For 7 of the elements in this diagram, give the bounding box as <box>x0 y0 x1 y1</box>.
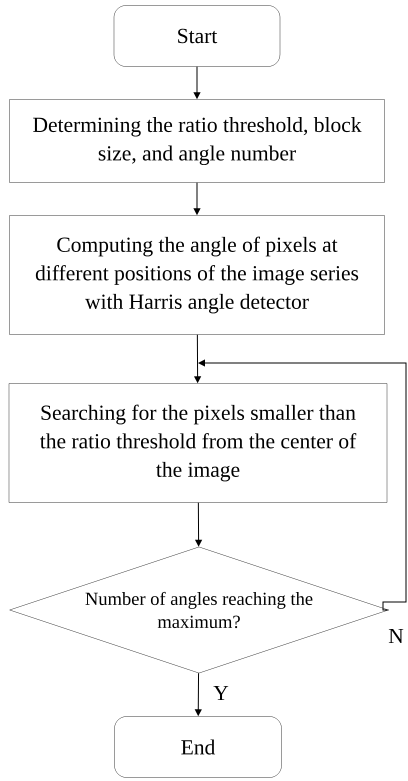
process-box: Determining the ratio threshold, block size, and angle number <box>9 99 385 183</box>
edge-label: N <box>387 628 405 644</box>
process-box: Searching for the pixels smaller than the ratio threshold from the center of the image <box>8 383 388 503</box>
process-box: Computing the angle of pixels at different positions of the image series with Harris angle detector <box>9 215 385 335</box>
edge-label: Y <box>212 684 230 702</box>
terminal-box: End <box>114 716 282 778</box>
terminal-box: Start <box>114 5 280 67</box>
